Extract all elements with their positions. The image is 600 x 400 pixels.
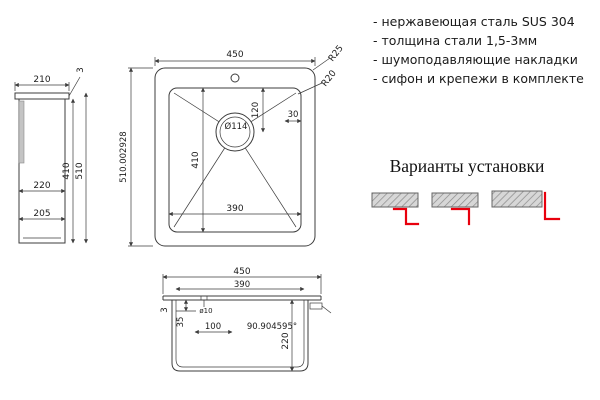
- side-rim-outline: [14, 92, 70, 100]
- top-bowl-outline: [168, 87, 302, 233]
- spec-item-sound-pads: - шумоподавляющие накладки: [373, 52, 578, 67]
- dim-front-hole: ø10: [199, 307, 212, 315]
- install-option-2-countertop: [431, 192, 479, 208]
- tap-hole: [230, 73, 240, 83]
- spec-list: - нержавеющая сталь SUS 304 - толщина ст…: [373, 12, 584, 88]
- dim-front-width: 450: [233, 267, 250, 277]
- dim-top-width: 450: [226, 50, 243, 60]
- dim-top-bowl-height: 410: [191, 151, 201, 168]
- dim-side-total-height: 510: [75, 162, 85, 179]
- dim-side-rim-thickness: 3: [76, 67, 86, 72]
- dim-side-bottom-width: 205: [33, 209, 50, 219]
- top-view-drawing: 450 510.002928 410 390 120 30 Ø114 R25 R: [119, 44, 346, 247]
- dim-front-rim-height: 35: [176, 317, 186, 328]
- dim-front-wall-thickness: 3: [160, 307, 170, 312]
- dim-radius-outer: R25: [327, 44, 346, 64]
- dim-front-bowl-width: 390: [234, 280, 250, 290]
- dim-front-hole-offset: 100: [205, 322, 221, 332]
- install-option-3-profile: [543, 191, 561, 221]
- install-option-2-profile: [450, 207, 471, 226]
- side-body-outline: [18, 98, 66, 244]
- spec-item-thickness: - толщина стали 1,5-3мм: [373, 33, 538, 48]
- front-bowl-inner: [175, 300, 305, 368]
- install-option-1-profile: [392, 207, 420, 226]
- mounting-clip: [309, 302, 323, 310]
- install-options: [371, 190, 561, 226]
- dim-front-depth: 220: [281, 332, 291, 349]
- top-outer-outline: [154, 67, 316, 247]
- dim-drain-diameter: Ø114: [225, 121, 248, 132]
- drain-circle: [215, 112, 255, 152]
- dim-drain-offset: 120: [251, 102, 261, 118]
- dim-radius-inner: R20: [320, 69, 339, 89]
- spec-item-included: - сифон и крепежи в комплекте: [373, 71, 584, 86]
- install-options-title: Варианты установки: [389, 156, 545, 176]
- install-option-1-countertop: [371, 192, 419, 208]
- dim-front-angles: 90.904595°: [247, 322, 297, 332]
- dim-drain-side-offset: 30: [288, 110, 299, 120]
- side-view-drawing: 210 3 410 510 220 205: [14, 67, 89, 244]
- spec-item-material: - нержавеющая сталь SUS 304: [373, 14, 575, 29]
- dim-top-bowl-width: 390: [226, 204, 243, 214]
- side-panel-shading: [18, 100, 25, 164]
- dim-side-mid-width: 220: [33, 181, 50, 191]
- install-option-3-countertop: [491, 190, 543, 208]
- dim-side-bowl-depth: 410: [62, 162, 72, 179]
- dim-side-top-width: 210: [33, 75, 50, 85]
- front-view-drawing: ø10 450 390 3 35 100 90.904595° 220: [160, 267, 332, 372]
- front-bowl-outer: [171, 300, 309, 372]
- dim-top-height: 510.002928: [119, 131, 129, 182]
